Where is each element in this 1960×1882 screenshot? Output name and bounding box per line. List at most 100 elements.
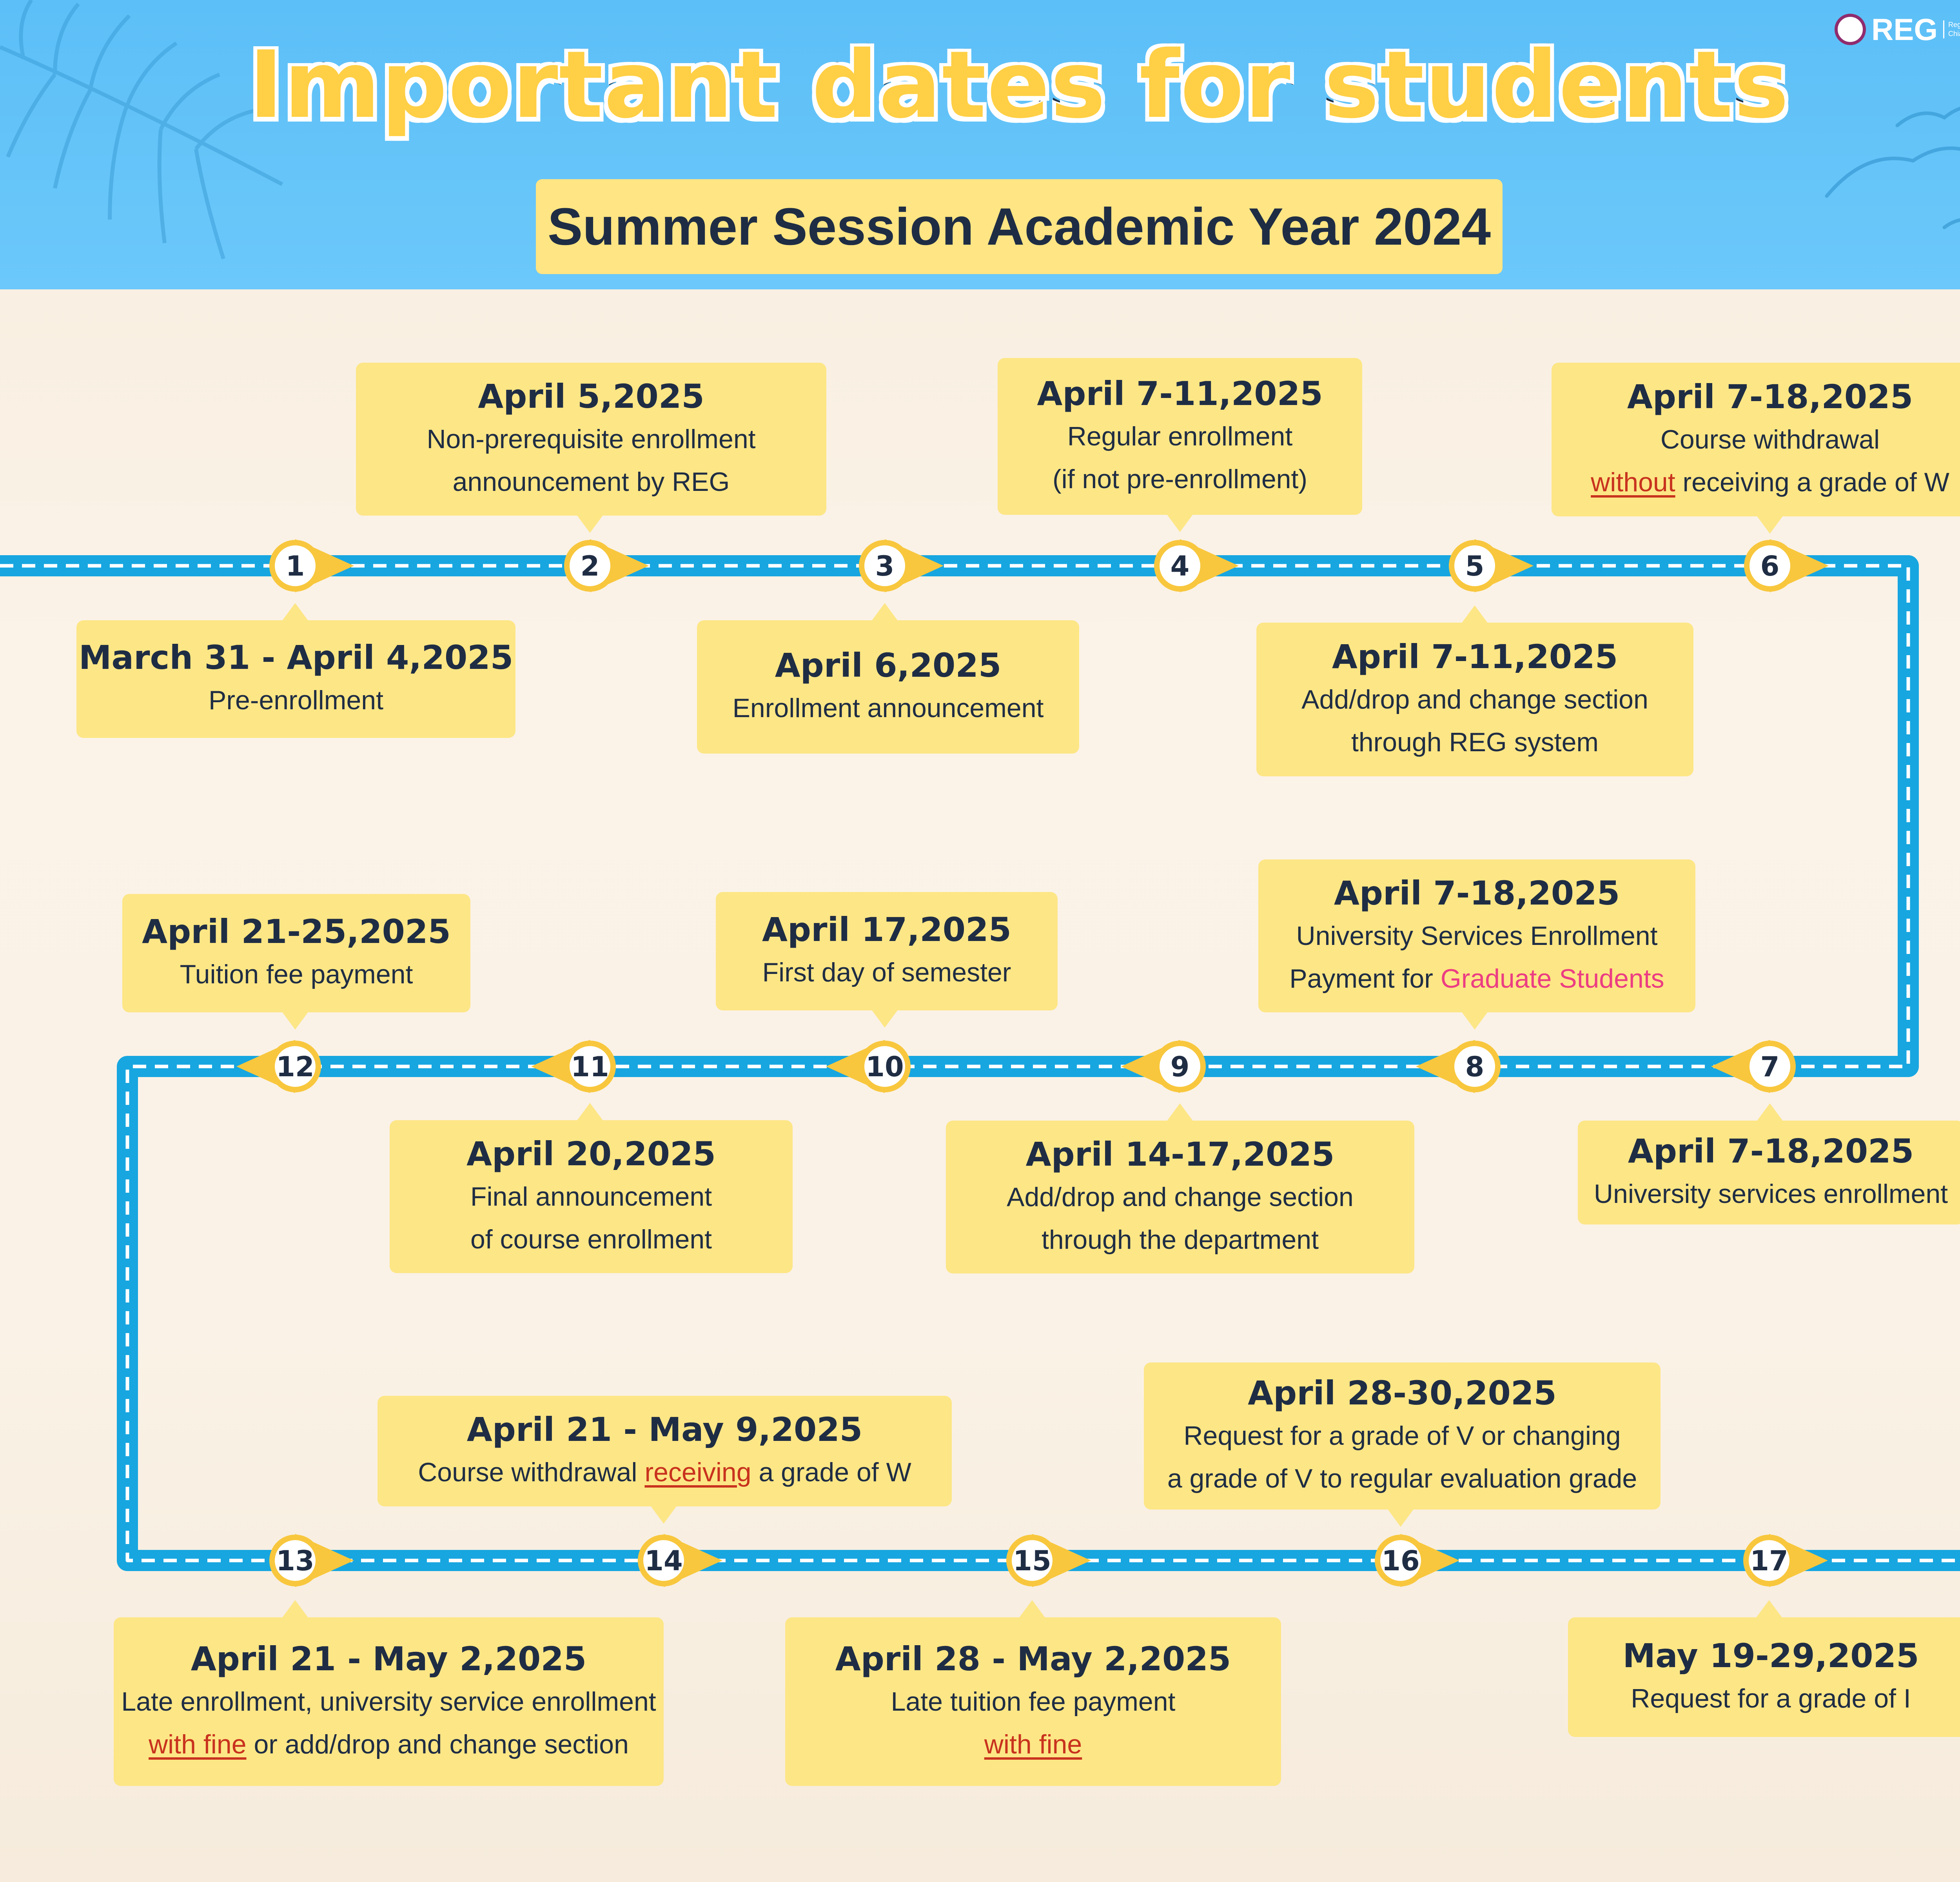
sky-header: Important dates for students Summer Sess… (0, 0, 1960, 289)
event-description-line: Payment for Graduate Students (1289, 957, 1664, 1000)
event-description-line: through REG system (1351, 721, 1599, 764)
card-pointer (1019, 1600, 1045, 1618)
description-text: of course enrollment (470, 1224, 712, 1254)
event-date: April 7-18,2025 (1334, 874, 1620, 912)
event-description-line: Add/drop and change section (1301, 678, 1648, 721)
description-text: Request for a grade of V or changing (1183, 1421, 1621, 1451)
page-title: Important dates for students (246, 28, 1792, 142)
seagulls-decoration (1825, 107, 1960, 229)
card-pointer (1461, 1012, 1488, 1030)
event-description-line: University services enrollment (1594, 1173, 1948, 1215)
step-circle (275, 1046, 316, 1087)
step-marker-5: 5 (1449, 539, 1534, 592)
event-description-line: Final announcement (470, 1175, 712, 1218)
step-number: 5 (1465, 550, 1485, 582)
step-marker-10: 10 (826, 1040, 911, 1093)
step-circle (1454, 545, 1495, 586)
card-pointer (577, 1103, 603, 1121)
reg-logo: REG Registration Office Chiang Mai Unive… (1835, 12, 1960, 47)
event-date: May 19-29,2025 (1622, 1636, 1919, 1675)
step-marker-4: 4 (1154, 539, 1239, 592)
card-pointer (871, 603, 898, 621)
event-description-line: without receiving a grade of W (1591, 461, 1949, 504)
event-date: April 6,2025 (775, 646, 1002, 685)
logo-caption-line1: Registration Office (1948, 20, 1960, 29)
event-description-line: Regular enrollment (1067, 415, 1293, 458)
event-description-line: Late tuition fee payment (891, 1680, 1176, 1723)
card-pointer (1757, 516, 1783, 534)
step-marker-3: 3 (859, 539, 944, 592)
event-date: April 28-30,2025 (1248, 1374, 1557, 1413)
card-pointer (871, 1010, 898, 1028)
step-circle (1380, 1540, 1421, 1581)
step-marker-8: 8 (1416, 1040, 1501, 1093)
event-date: April 20,2025 (466, 1134, 716, 1173)
event-description-line: Request for a grade of I (1631, 1677, 1911, 1720)
event-description-line: with fine or add/drop and change section (149, 1723, 629, 1766)
description-text: a grade of V to regular evaluation grade (1167, 1464, 1637, 1494)
step-circle (1749, 1540, 1789, 1581)
step-circle (864, 1046, 905, 1087)
highlighted-text: with fine (149, 1729, 247, 1759)
step-marker-9: 9 (1121, 1040, 1206, 1093)
event-date: April 7-11,2025 (1037, 374, 1323, 413)
event-description-line: First day of semester (762, 951, 1011, 994)
step-marker-6: 6 (1744, 539, 1829, 592)
description-text: Non-prerequisite enrollment (426, 424, 756, 454)
event-description-line: Course withdrawal receiving a grade of W (418, 1451, 911, 1494)
step-marker-16: 16 (1375, 1534, 1459, 1587)
step-marker-11: 11 (531, 1040, 616, 1093)
step-number: 14 (644, 1545, 682, 1577)
card-pointer (1387, 1509, 1414, 1527)
description-text: through the department (1042, 1224, 1319, 1255)
step-number: 8 (1465, 1051, 1485, 1083)
logo-word: REG (1871, 12, 1938, 47)
step-marker-1: 1 (269, 539, 354, 592)
event-date: April 7-18,2025 (1627, 377, 1913, 416)
card-pointer (1461, 605, 1488, 623)
event-description-line: through the department (1042, 1219, 1319, 1261)
event-description-line: announcement by REG (453, 461, 730, 503)
step-number: 11 (571, 1051, 609, 1083)
step-number: 6 (1760, 550, 1780, 582)
event-date: April 17,2025 (762, 910, 1011, 949)
description-text: Enrollment announcement (732, 693, 1044, 723)
description-text: or add/drop and change section (246, 1729, 629, 1759)
step-number: 2 (581, 550, 600, 582)
event-date: April 14-17,2025 (1025, 1135, 1335, 1174)
highlighted-text: Graduate Students (1440, 963, 1664, 994)
step-circle (1749, 545, 1790, 586)
card-pointer (1756, 1600, 1782, 1618)
step-circle (275, 545, 316, 586)
step-number: 4 (1171, 550, 1190, 582)
description-text: announcement by REG (452, 467, 730, 497)
event-date: April 21 - May 9,2025 (466, 1410, 863, 1449)
card-pointer (1757, 1103, 1783, 1121)
description-text: a grade of W (751, 1457, 911, 1488)
step-marker-7: 7 (1711, 1040, 1796, 1093)
event-date: March 31 - April 4,2025 (78, 638, 514, 677)
event-description-line: Request for a grade of V or changing (1183, 1415, 1621, 1457)
logo-caption-line2: Chiang Mai University (1948, 30, 1960, 38)
step-marker-2: 2 (564, 539, 649, 592)
step-marker-14: 14 (638, 1534, 722, 1587)
event-description-line: a grade of V to regular evaluation grade (1167, 1457, 1637, 1500)
event-date: April 28 - May 2,2025 (835, 1639, 1231, 1678)
step-marker-17: 17 (1743, 1534, 1828, 1587)
step-circle (570, 1046, 610, 1087)
palm-leaf-decoration (0, 0, 283, 260)
highlighted-text: with fine (984, 1729, 1082, 1759)
description-text: Pre-enrollment (209, 685, 383, 716)
event-description-line: Tuition fee payment (180, 953, 413, 996)
